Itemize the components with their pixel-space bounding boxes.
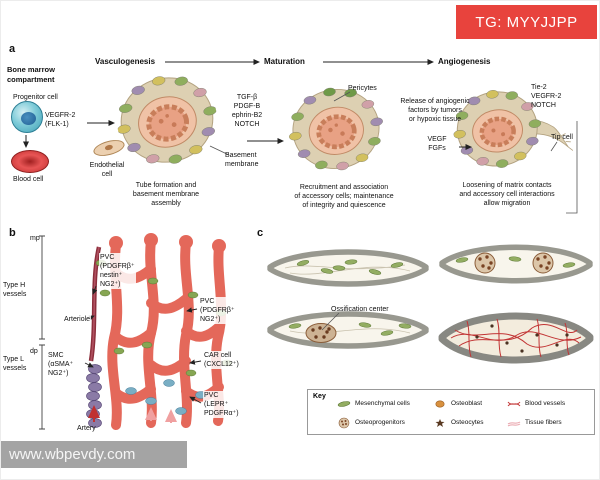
key-item-mesenchymal-cells: Mesenchymal cells	[336, 398, 432, 410]
ossification-center-label: Ossification center	[331, 306, 389, 313]
panel-b-label: b	[9, 227, 16, 239]
stage1-factors-label: TGF-β PDGF-B ephrin-B2 NOTCH	[231, 94, 263, 129]
key-item-label: Osteocytes	[451, 419, 484, 426]
key-item-blood-vessels: Blood vessels	[506, 398, 592, 410]
key-item-label: Tissue fibers	[525, 419, 562, 426]
key-item-label: Blood vessels	[525, 400, 566, 407]
stage2-caption: Recruitment and association of accessory…	[294, 184, 394, 210]
key-grid: Mesenchymal cells Osteoblast Blood vesse…	[336, 394, 592, 432]
segmented-artery-icon	[86, 364, 102, 428]
tip-cell-sprout-icon	[531, 119, 569, 148]
zone-brackets-icon	[39, 235, 45, 430]
pericytes-label: Pericytes	[348, 85, 377, 92]
progenitor-cell-icon	[11, 101, 43, 133]
stage3-caption: Loosening of matrix contacts and accesso…	[459, 182, 555, 208]
artery-label: Artery	[77, 425, 96, 432]
mp-zone-label: mp	[30, 235, 40, 242]
tissue-fibers-icon	[507, 421, 521, 426]
cell-nucleus-icon	[21, 112, 36, 125]
bone-section-vascularized-icon	[438, 312, 594, 364]
vessel-tube-1-icon	[117, 76, 217, 164]
bone-marrow-title: Bone marrow compartment	[7, 65, 55, 84]
panel-c-label: c	[257, 227, 264, 239]
stage-header-maturation: Maturation	[264, 57, 305, 66]
watermark-top: TG: MYYJJPP	[456, 5, 597, 39]
blood-cell-icon	[11, 150, 49, 173]
bone-section-osteoblast-icon	[439, 244, 593, 284]
osteoblast-cluster-icon	[474, 252, 554, 274]
dp-zone-label: dp	[30, 348, 38, 355]
basement-membrane-label: Basement membrane	[225, 152, 259, 169]
osteocytes-icon	[435, 418, 445, 427]
car-cell-label: CAR cell (CXCL12⁺)	[203, 351, 240, 370]
vessel-tube-2-icon	[289, 87, 383, 171]
pvc-mid-label: PVC (PDGFRβ⁺ NG2⁺)	[199, 297, 236, 325]
key-item-osteocytes: Osteocytes	[432, 417, 506, 429]
key-legend: Key Mesenchymal cells Osteoblast Blood v…	[307, 389, 595, 435]
stage3-receptors-label: Tie-2 VEGFR-2 NOTCH	[531, 84, 562, 110]
bone-section-ossification-icon	[267, 311, 429, 349]
progenitor-cell-label: Progenitor cell	[13, 94, 58, 101]
key-item-osteoblast: Osteoblast	[432, 398, 506, 410]
arteriole-label: Arteriole	[63, 315, 92, 325]
key-item-label: Osteoblast	[451, 400, 483, 407]
ossification-center-icon	[305, 323, 337, 343]
key-item-tissue-fibers: Tissue fibers	[506, 417, 592, 429]
key-item-label: Mesenchymal cells	[355, 400, 410, 407]
endothelial-cell-label: Endothelial cell	[89, 162, 125, 179]
vegfr-label: VEGFR-2 (FLK-1)	[45, 112, 76, 129]
panel-a-label: a	[9, 43, 16, 55]
pvc-bottom-label: PVC (LEPR⁺ PDGFRα⁺)	[203, 391, 240, 419]
blood-vessel-network-icon	[450, 318, 582, 358]
stage-header-angiogenesis: Angiogenesis	[438, 57, 491, 66]
vegf-fgfs-label: VEGF FGFs	[427, 136, 447, 153]
blood-vessels-icon	[507, 401, 521, 406]
smc-label: SMC (αSMA⁺ NG2⁺)	[47, 351, 75, 379]
stage1-caption: Tube formation and basement membrane ass…	[132, 182, 200, 208]
type-l-vessels-label: Type L vessels	[3, 356, 27, 373]
watermark-bottom: www.wbpevdy.com	[1, 441, 187, 468]
mesenchymal-cells-icon	[337, 400, 351, 407]
osteoblast-icon	[435, 399, 445, 408]
key-title: Key	[313, 393, 326, 400]
tip-cell-label: Tip cell	[551, 134, 573, 141]
angiogenic-release-label: Release of angiogenic factors by tumors …	[400, 98, 470, 124]
key-item-osteoprogenitors: Osteoprogenitors	[336, 417, 432, 429]
type-h-vessels-label: Type H vessels	[3, 282, 27, 299]
blood-cell-label: Blood cell	[13, 176, 44, 183]
pvc-top-label: PVC (PDGFRβ⁺ nestin⁺ NG2⁺)	[99, 253, 136, 290]
key-item-label: Osteoprogenitors	[355, 419, 405, 426]
vessel-buds-icon	[109, 233, 226, 253]
stage-header-vasculogenesis: Vasculogenesis	[95, 57, 156, 66]
osteoprogenitors-icon	[338, 417, 350, 428]
endothelial-nucleus-icon	[104, 144, 114, 151]
bone-section-mesenchymal-icon	[267, 249, 429, 287]
osteocytes-icon	[475, 324, 569, 353]
